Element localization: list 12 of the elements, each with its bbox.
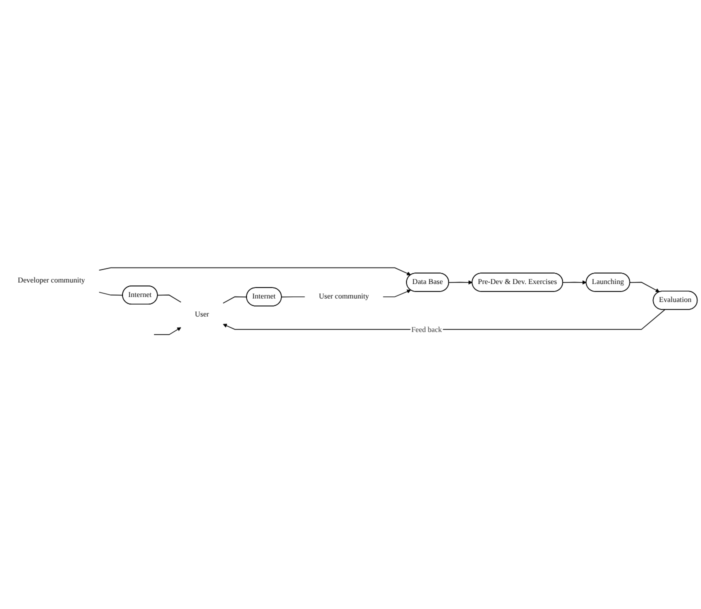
connector <box>157 294 182 302</box>
arrow <box>222 309 666 330</box>
connector <box>98 292 124 296</box>
arrow <box>562 280 587 284</box>
arrow <box>382 289 411 297</box>
connector <box>222 296 248 304</box>
edge-label: Feed back <box>411 324 442 334</box>
arrow <box>630 282 660 292</box>
arrow <box>98 267 411 276</box>
connector <box>281 296 306 298</box>
arrow <box>154 327 182 335</box>
arrow <box>448 280 473 284</box>
